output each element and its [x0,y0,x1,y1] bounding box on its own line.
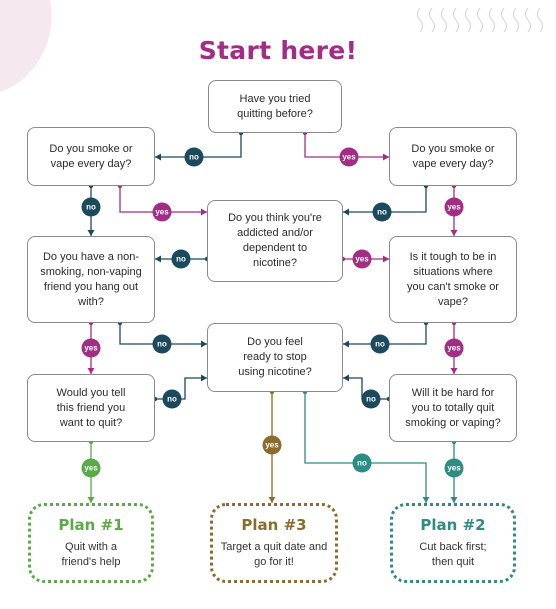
connector-arrowhead [268,497,276,503]
question-tell-friend: Would you tell this friend you want to q… [27,374,155,442]
no-badge: no [152,334,172,354]
no-badge: no [81,197,101,217]
connector-arrowhead [87,497,95,503]
connector-line [343,186,427,213]
connector-arrowhead [87,368,95,374]
question-hard-to-quit: Will it be hard for you to totally quit … [389,374,517,442]
connector-arrowhead [155,153,161,161]
yes-badge: yes [262,435,282,455]
plan-3-description: Target a quit date and go for it! [220,541,328,568]
connector-line [155,133,242,158]
yes-badge: yes [352,249,372,269]
plan-1-title: Plan #1 [58,516,124,534]
connector-arrowhead [343,374,349,382]
question-ready-to-stop: Do you feel ready to stop using nicotine… [207,323,343,392]
connector-line [119,186,207,213]
question-addicted: Do you think you're addicted and/or depe… [207,200,343,282]
no-badge: no [361,389,381,409]
plan-1-card: Plan #1 Quit with a friend's help [28,503,154,583]
yes-badge: yes [444,338,464,358]
page-title: Start here! [198,36,358,65]
connector-arrowhead [201,374,207,382]
plan-2-title: Plan #2 [420,516,486,534]
no-badge: no [372,202,392,222]
no-badge: no [162,389,182,409]
no-badge: no [352,453,372,473]
connector-line [119,323,207,345]
yes-badge: yes [152,202,172,222]
yes-badge: yes [81,458,101,478]
no-badge: no [184,147,204,167]
connector-arrowhead [422,497,430,503]
connector-arrowhead [343,208,349,216]
question-tried-quitting: Have you tried quitting before? [208,80,342,133]
wave-pattern [416,7,544,33]
question-non-smoking-friend: Do you have a non-smoking, non-vaping fr… [27,236,155,323]
connector-arrowhead [383,255,389,263]
question-tough-situations: Is it tough to be in situations where yo… [389,236,517,323]
connector-arrowhead [450,368,458,374]
plan-2-description: Cut back first; then quit [419,541,487,568]
connector-arrowhead [87,230,95,236]
no-badge: no [370,334,390,354]
connector-arrowhead [383,153,389,161]
connector-arrowhead [450,497,458,503]
connector-arrowhead [155,255,161,263]
question-smoke-daily-left: Do you smoke or vape every day? [27,127,155,186]
yes-badge: yes [81,338,101,358]
question-smoke-daily-right: Do you smoke or vape every day? [389,127,517,186]
connector-arrowhead [343,340,349,348]
corner-blob [0,0,52,92]
plan-3-title: Plan #3 [241,516,307,534]
yes-badge: yes [339,147,359,167]
connector-arrowhead [201,208,207,216]
yes-badge: yes [444,458,464,478]
connector-line [304,133,389,158]
plan-3-card: Plan #3 Target a quit date and go for it… [210,503,338,583]
connector-arrowhead [201,340,207,348]
yes-badge: yes [444,197,464,217]
no-badge: no [171,249,191,269]
plan-2-card: Plan #2 Cut back first; then quit [390,503,516,583]
plan-1-description: Quit with a friend's help [61,541,121,568]
connector-arrowhead [450,230,458,236]
